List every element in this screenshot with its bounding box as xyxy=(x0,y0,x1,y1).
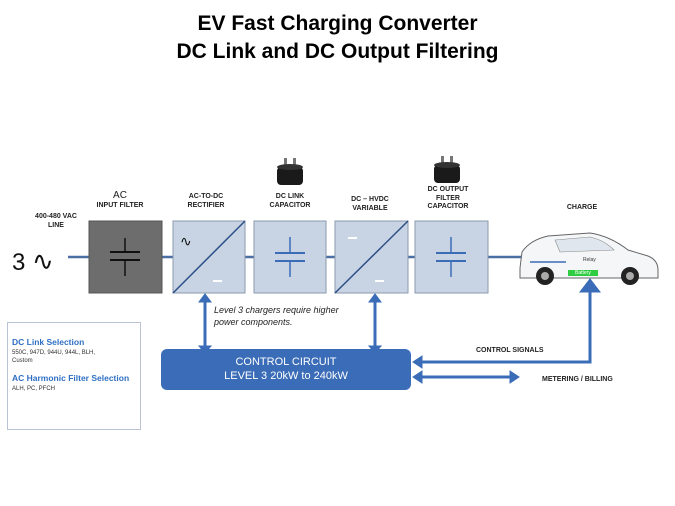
charge-label: CHARGE xyxy=(566,204,598,211)
control-signals-label: CONTROL SIGNALS xyxy=(476,347,544,354)
capacitor-icon-1 xyxy=(277,158,303,185)
page-title: EV Fast Charging Converter xyxy=(197,12,478,35)
stage-label-ac-input-filter: AC INPUT FILTER xyxy=(96,190,144,209)
selection-panel: DC Link Selection 550C, 947D, 944U, 944L… xyxy=(7,322,141,430)
dc-link-selection-heading: DC Link Selection xyxy=(12,337,85,347)
dc-output-filter-block xyxy=(414,220,489,294)
ac-harmonic-selection-text: ALH, PC, PFCH xyxy=(12,386,56,392)
metering-billing-label: METERING / BILLING xyxy=(542,376,613,383)
battery-label: Battery xyxy=(575,270,591,276)
ac-wave-icon: ∿ xyxy=(32,246,54,276)
arrow-metering-billing xyxy=(412,370,520,384)
dc-link-selection-text: 550C, 947D, 944U, 944L, BLH, Custom xyxy=(12,350,96,364)
dc-link-capacitor-block xyxy=(253,220,327,294)
relay-label: Relay xyxy=(583,257,596,263)
voltage-label: 400-480 VAC LINE xyxy=(35,213,77,229)
dc-hvdc-block xyxy=(334,220,409,294)
ev-car-icon xyxy=(519,232,659,285)
rectifier-block: ∿ xyxy=(172,220,246,294)
three-phase-source: 3 ∿ xyxy=(12,246,54,276)
page-subtitle: DC Link and DC Output Filtering xyxy=(176,40,499,63)
arrow-rectifier-control xyxy=(197,293,213,354)
ac-harmonic-selection-heading: AC Harmonic Filter Selection xyxy=(12,373,130,383)
ac-input-filter-block xyxy=(88,220,163,294)
control-circuit-block: CONTROL CIRCUIT LEVEL 3 20kW to 240kW xyxy=(161,349,411,390)
arrow-control-signals xyxy=(412,278,602,369)
level3-note: Level 3 chargers require higher power co… xyxy=(214,305,339,327)
arrow-hvdc-control xyxy=(367,293,383,354)
capacitor-icon-2 xyxy=(434,156,460,183)
svg-text:∿: ∿ xyxy=(180,234,192,250)
